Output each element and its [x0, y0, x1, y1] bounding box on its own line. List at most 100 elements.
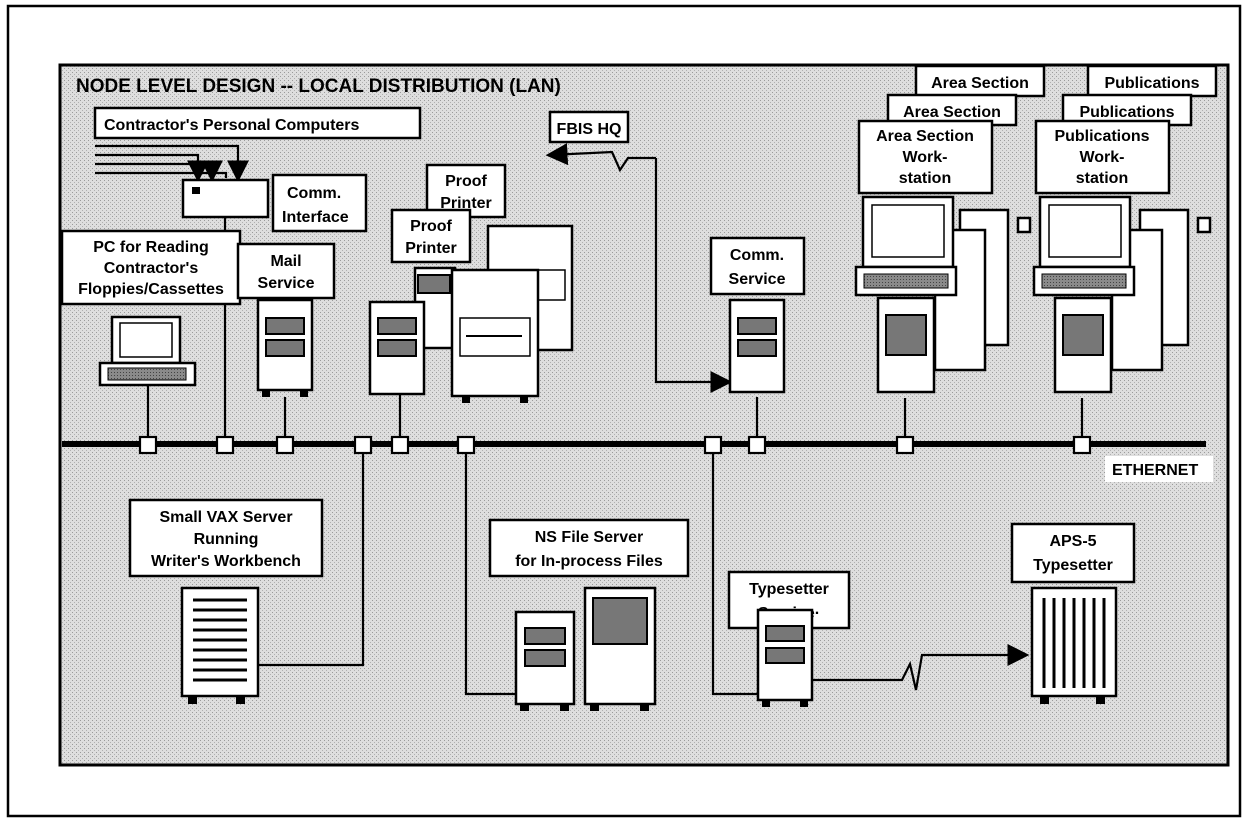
- comm-interface-tap: [215, 435, 235, 455]
- pc-reading-keys: [107, 367, 187, 381]
- mail-service-label-1: Mail: [270, 253, 301, 270]
- typesetter-service-foot-l: [762, 700, 770, 707]
- pub-ws-keys: [1041, 273, 1127, 289]
- pc-reading-label-3: Floppies/Cassettes: [78, 281, 224, 298]
- ns-cpu-drive-2: [524, 649, 566, 667]
- proof-printer-back-label-2: Printer: [440, 195, 492, 212]
- proof-printer-back-label-box: [425, 163, 507, 219]
- area-section-front-label-box: [857, 119, 994, 195]
- aps5-label-1: APS-5: [1049, 533, 1096, 550]
- publications-back2-label: Publications: [1079, 104, 1174, 121]
- fbis-hq-label: FBIS HQ: [557, 121, 622, 138]
- typesetter-service-label-1: Typesetter: [749, 581, 829, 598]
- comm-service-label-2: Service: [729, 271, 786, 288]
- vax-label-box: [128, 498, 324, 578]
- vax-drop: [258, 453, 365, 667]
- comm-service-label-box: [709, 236, 806, 296]
- mail-service-label-2: Service: [258, 275, 315, 292]
- vax-label-2: Running: [194, 531, 259, 548]
- printer-server-drive-2: [377, 339, 417, 357]
- comm-service-drive-2: [737, 339, 777, 357]
- fbis-link-lower: [654, 158, 733, 393]
- typesetter-service-drive-2: [765, 647, 805, 664]
- area-ws-mouse: [1016, 216, 1032, 234]
- vax-cabinet: [180, 586, 260, 698]
- mail-service-drive-1: [265, 317, 305, 335]
- comm-interface-device: [181, 178, 270, 219]
- ns-tap: [456, 435, 476, 455]
- ns-foot-1: [520, 704, 529, 711]
- publications-back1-label: Publications: [1104, 75, 1199, 92]
- area-ws-tap: [895, 435, 915, 455]
- mail-service-foot-r: [300, 390, 308, 397]
- proof-printer-foot-r: [520, 396, 528, 403]
- comm-interface-label-2: Interface: [282, 209, 349, 226]
- pc-reading-label-box: [60, 229, 242, 306]
- contractor-pcs-label: Contractor's Personal Computers: [104, 117, 360, 134]
- typesetter-service-drop: [711, 453, 758, 696]
- ns-disk-unit: [592, 597, 648, 645]
- fbis-link-upper: [545, 143, 656, 173]
- pc-reading-label-1: PC for Reading: [93, 239, 209, 256]
- area-ws-keys: [863, 273, 949, 289]
- typesetter-service-drive-1: [765, 625, 805, 642]
- mail-service-drive-2: [265, 339, 305, 357]
- area-section-front-label-3: station: [899, 170, 951, 187]
- area-section-back1-label-box: [914, 64, 1046, 98]
- proof-printer-side-tray: [417, 274, 451, 294]
- publications-front-label-1: Publications: [1054, 128, 1149, 145]
- pub-ws-screen: [1048, 204, 1122, 258]
- contractor-pcs-label-box: [93, 106, 422, 140]
- area-ws-screen: [871, 204, 945, 258]
- ns-label-2: for In-process Files: [515, 553, 663, 570]
- ns-foot-2: [560, 704, 569, 711]
- comm-interface-label-1: Comm.: [287, 185, 341, 202]
- mail-service-tap: [275, 435, 295, 455]
- printer-server-tap: [390, 435, 410, 455]
- area-section-front-label-1: Area Section: [876, 128, 974, 145]
- area-section-front-label-2: Work-: [902, 149, 947, 166]
- pc-reading-screen: [119, 322, 173, 358]
- ethernet-label-bg: [1105, 456, 1213, 482]
- proof-printer-foot-l: [462, 396, 470, 403]
- comm-interface-label-box: [271, 173, 368, 233]
- aps5-foot-l: [1040, 696, 1049, 704]
- publications-front-label-2: Work-: [1079, 149, 1124, 166]
- aps5-vents: [1042, 598, 1106, 688]
- area-section-back2-label: Area Section: [903, 104, 1001, 121]
- ns-cpu-drive-1: [524, 627, 566, 645]
- area-ws-drive: [885, 314, 927, 356]
- pub-ws-drive: [1062, 314, 1104, 356]
- aps5-foot-r: [1096, 696, 1105, 704]
- ns-label-box: [488, 518, 690, 578]
- vax-tap: [353, 435, 373, 455]
- aps5-label-box: [1010, 522, 1136, 584]
- vax-foot-r: [236, 696, 245, 704]
- proof-printer-front-label-1: Proof: [410, 218, 452, 235]
- mail-service-foot-l: [262, 390, 270, 397]
- area-section-back1-label: Area Section: [931, 75, 1029, 92]
- mail-service-label-box: [236, 242, 336, 300]
- publications-front-label-3: station: [1076, 170, 1128, 187]
- ns-drop: [464, 453, 516, 696]
- pc-reading-tap: [138, 435, 158, 455]
- typesetter-service-tap: [703, 435, 723, 455]
- typesetter-link: [812, 644, 1030, 691]
- ns-label-1: NS File Server: [535, 529, 644, 546]
- pc-line-4: [95, 144, 249, 183]
- publications-front-label-box: [1034, 119, 1171, 195]
- ethernet-label: ETHERNET: [1112, 462, 1198, 479]
- publications-back1-label-box: [1086, 64, 1218, 98]
- vax-label-1: Small VAX Server: [159, 509, 292, 526]
- ns-foot-4: [640, 704, 649, 711]
- typesetter-service-foot-r: [800, 700, 808, 707]
- vax-vents: [193, 598, 247, 682]
- pc-line-1: [95, 153, 209, 183]
- pub-ws-tap: [1072, 435, 1092, 455]
- comm-service-label-1: Comm.: [730, 247, 784, 264]
- ns-foot-3: [590, 704, 599, 711]
- printer-server-drive-1: [377, 317, 417, 335]
- diagram-title: NODE LEVEL DESIGN -- LOCAL DISTRIBUTION …: [76, 76, 561, 97]
